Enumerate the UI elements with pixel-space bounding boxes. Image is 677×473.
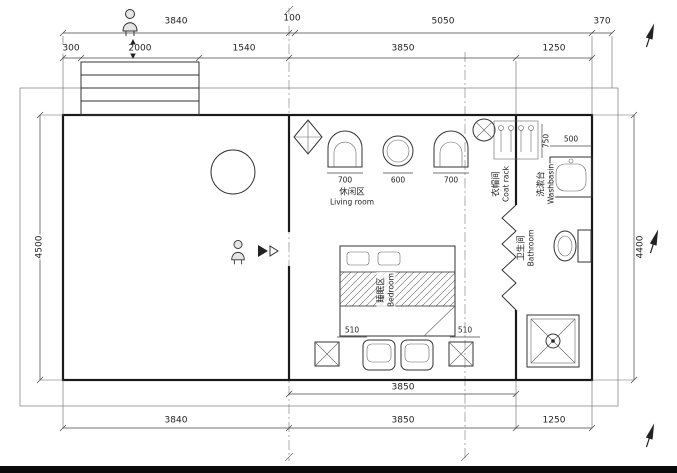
north-arrow-icon bbox=[645, 23, 655, 48]
dim-label: 1540 bbox=[231, 43, 257, 54]
dim-label: 5050 bbox=[430, 16, 456, 27]
detail-dim-label: 510 bbox=[456, 325, 474, 335]
dim-label: 1250 bbox=[541, 415, 567, 426]
armchair bbox=[362, 339, 396, 371]
folding-partition bbox=[501, 204, 517, 311]
dim-label: 3840 bbox=[163, 16, 189, 27]
dim-label: 3850 bbox=[390, 43, 416, 54]
dim-label: 370 bbox=[592, 16, 612, 27]
dimension-lines bbox=[36, 29, 638, 432]
detail-dim-label: 750 bbox=[541, 132, 551, 150]
north-arrow-icon bbox=[649, 229, 659, 254]
person-icon bbox=[231, 240, 245, 265]
dim-label: 3840 bbox=[163, 415, 189, 426]
right-arrow-icon bbox=[258, 245, 279, 257]
dim-label-left: 4500 bbox=[34, 234, 45, 260]
detail-dim-label: 510 bbox=[343, 325, 361, 335]
detail-dim-label: 700 bbox=[336, 175, 354, 185]
dim-label: 3850 bbox=[390, 382, 416, 393]
bottom-black-bar bbox=[0, 466, 677, 473]
room-label-coat-rack: 衣帽间 Coat rack bbox=[491, 165, 511, 203]
dim-label: 3850 bbox=[390, 415, 416, 426]
armchair bbox=[400, 339, 434, 371]
room-label-bedroom: 睡眠区 Bedroom bbox=[376, 272, 396, 308]
toilet bbox=[553, 229, 592, 263]
dim-label: 100 bbox=[282, 13, 302, 24]
dim-label: 300 bbox=[61, 43, 81, 54]
diamond-ornament bbox=[293, 119, 323, 155]
detail-dim-label: 500 bbox=[562, 134, 580, 144]
dim-label: 2000 bbox=[127, 43, 153, 54]
detail-dim-label: 600 bbox=[389, 175, 407, 185]
room-label-bathroom: 卫生间 Bathroom bbox=[516, 228, 536, 268]
room-label-washbasin: 洗漱台 Washbasin bbox=[536, 162, 556, 206]
site-boundary bbox=[19, 87, 619, 407]
ceiling-fan-icon bbox=[472, 118, 496, 142]
arch-chair bbox=[327, 130, 363, 168]
arch-chair bbox=[433, 130, 469, 168]
entry-steps bbox=[80, 61, 200, 116]
tea-table bbox=[382, 135, 414, 167]
side-table bbox=[448, 341, 474, 367]
room-label-living: 休闲区 Living room bbox=[328, 187, 376, 207]
dim-label: 1250 bbox=[541, 43, 567, 54]
building-walls bbox=[61, 113, 594, 382]
grid-lines bbox=[284, 5, 470, 462]
washbasin bbox=[549, 156, 593, 198]
bed bbox=[339, 245, 456, 337]
round-table bbox=[210, 149, 256, 195]
dim-label-right: 4400 bbox=[635, 234, 646, 260]
side-table bbox=[314, 341, 340, 367]
detail-dim-label: 700 bbox=[442, 175, 460, 185]
coat-rack bbox=[493, 120, 539, 160]
north-arrow-icon bbox=[645, 423, 655, 448]
person-icon bbox=[122, 9, 138, 36]
shower-cabin bbox=[526, 314, 580, 368]
